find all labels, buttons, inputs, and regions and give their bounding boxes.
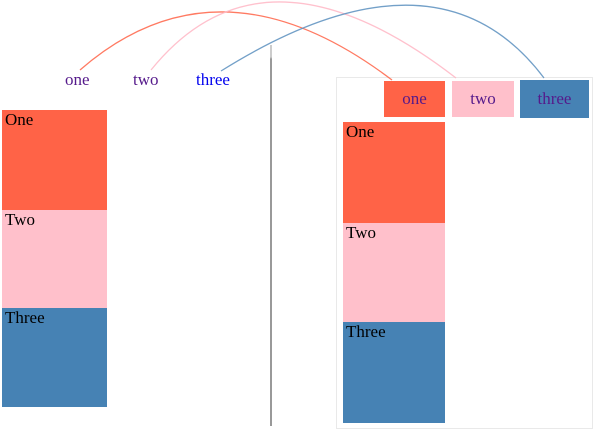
connector-curve-one [79, 11, 393, 81]
left-link-two[interactable]: two [133, 70, 159, 89]
right-box-three[interactable]: three [520, 80, 589, 118]
right-block-one: One [343, 122, 445, 223]
right-block-one-label: One [346, 122, 375, 141]
right-box-three-label: three [537, 89, 572, 108]
left-link-one[interactable]: one [65, 70, 90, 89]
left-link-three[interactable]: three [196, 70, 230, 89]
right-box-two[interactable]: two [452, 81, 514, 117]
right-block-two-label: Two [346, 223, 376, 242]
vertical-divider [270, 45, 272, 426]
left-block-three: Three [2, 308, 107, 407]
left-block-three-label: Three [5, 308, 45, 327]
left-block-two-label: Two [5, 210, 35, 229]
connector-curve-two [150, 1, 457, 79]
left-block-one-label: One [5, 110, 34, 129]
right-box-one[interactable]: one [384, 81, 445, 117]
right-box-two-label: two [470, 89, 496, 108]
left-block-one: One [2, 110, 107, 210]
left-block-two: Two [2, 210, 107, 308]
right-block-three: Three [343, 322, 445, 423]
right-block-two: Two [343, 223, 445, 322]
right-box-one-label: one [402, 89, 427, 108]
right-block-three-label: Three [346, 322, 386, 341]
